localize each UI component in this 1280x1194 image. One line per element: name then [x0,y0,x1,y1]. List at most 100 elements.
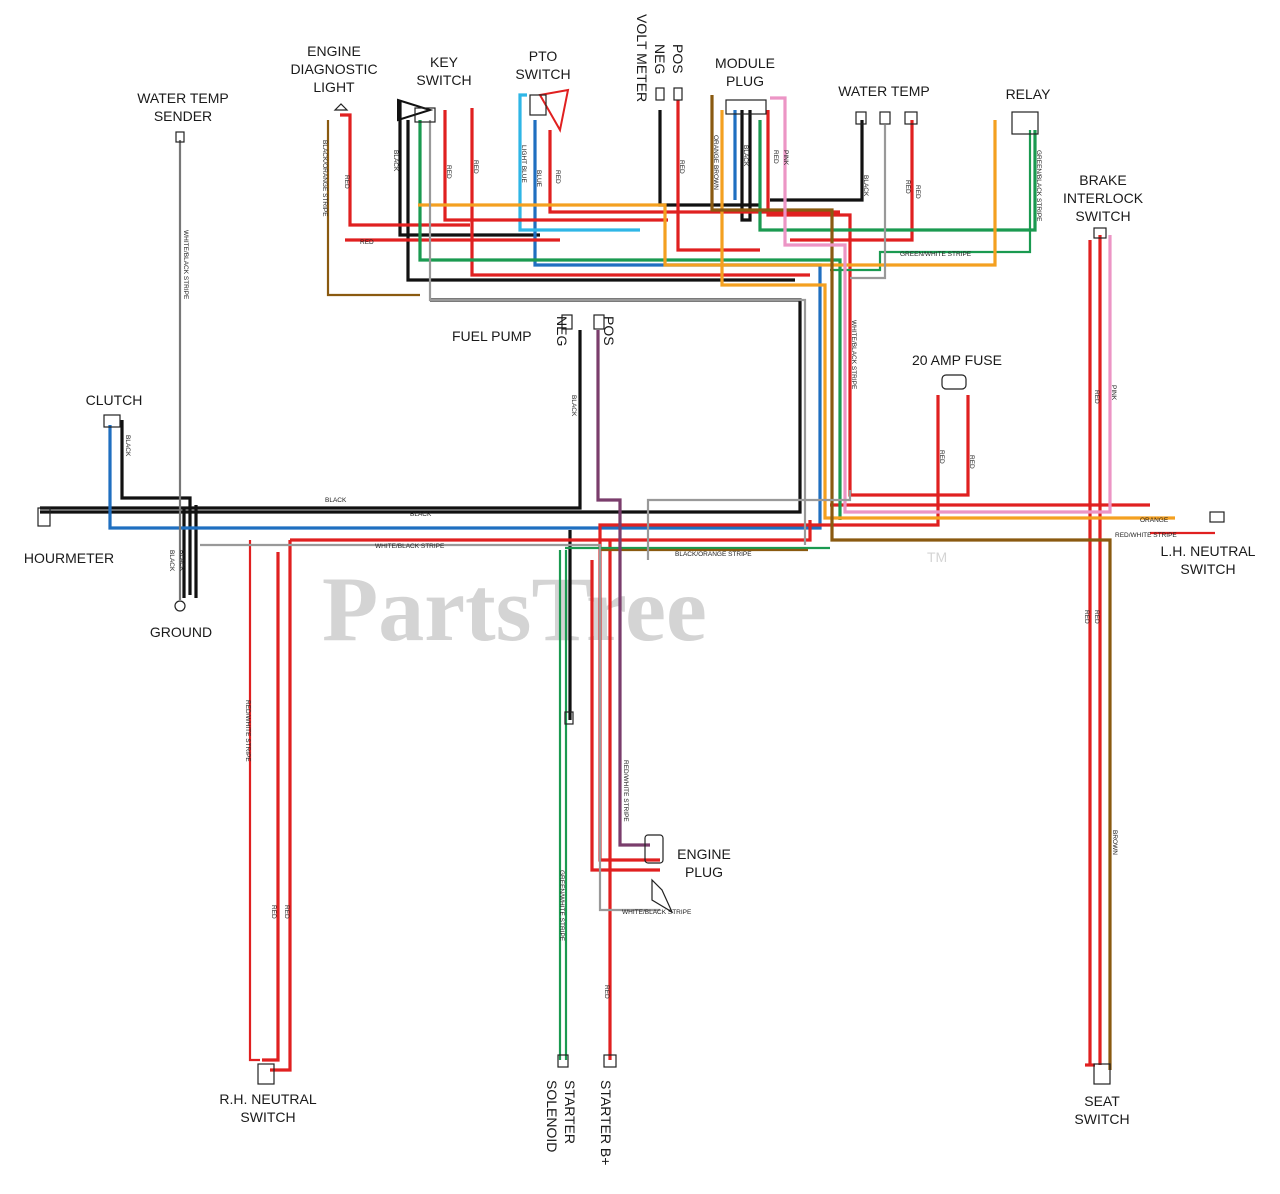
label-black-ground2: BLACK [168,550,175,572]
label-hourmeter: HOURMETER [24,550,114,566]
label-red-brake-v: RED [1093,390,1100,404]
wire-purple [596,330,650,847]
label-pto-switch-1: PTO [529,48,558,64]
wire-red-fuse-engine [598,395,940,862]
label-red-wt-v: RED [904,180,911,194]
sender-terminal [175,131,185,143]
wire-black-bus [40,298,802,514]
lh-neutral-terminal [1209,511,1225,523]
label-volt-pos: POS [670,44,686,74]
label-black-key-v: BLACK [392,150,399,172]
wire-labels: BLACK BLACK RED WHITE/BLACK STRIPE BLACK… [124,135,1177,999]
label-volt-neg: NEG [652,44,668,74]
label-ground: GROUND [150,624,212,640]
volt-pos-terminal [673,87,683,101]
wire-black-fuel-neg [40,330,582,510]
wire-orange-relay [418,120,997,267]
wire-black-key [398,100,540,237]
wire-red-white-rh [248,540,260,1062]
label-clutch: CLUTCH [86,392,143,408]
wire-green-relay [758,120,1037,232]
wire-pink [770,96,1112,514]
label-red-1: RED [360,239,374,246]
wire-white-watertemp [850,125,887,280]
label-orange: ORANGE [1140,517,1169,524]
fuel-pos-terminal [593,314,605,330]
watermark-tm: TM [927,549,947,565]
wire-red-rh [270,520,812,1072]
label-red-pto-v: RED [554,170,561,184]
label-fuel-pump: FUEL PUMP [452,328,532,344]
label-red-seat2-v: RED [1093,610,1100,624]
starter-splice [564,711,574,725]
label-fuel-neg: NEG [554,316,570,346]
wire-red-volt [676,100,760,252]
wire-white-fuse [646,490,852,560]
wire-red-diag [340,113,470,227]
label-black-2: BLACK [410,511,432,518]
label-brake-3: SWITCH [1075,208,1130,224]
solenoid-terminal [557,1054,569,1068]
wire-green-white-relay [830,130,1032,272]
label-black-1: BLACK [325,497,347,504]
label-key-switch-1: KEY [430,54,459,70]
label-white-engine: WHITE/BLACK STRIPE [622,909,692,916]
label-red-starterb-v: RED [603,985,610,999]
label-rh-neutral-2: SWITCH [240,1109,295,1125]
volt-neg-terminal [655,87,665,101]
label-black-fuel-v: BLACK [570,395,577,417]
watertemp-term1 [855,111,867,125]
label-key-switch-2: SWITCH [416,72,471,88]
label-module-plug-2: PLUG [726,73,764,89]
label-red-seat1-v: RED [1083,610,1090,624]
wires [40,93,1215,1072]
label-water-temp-sender-2: SENDER [154,108,212,124]
label-orange-brown-v: ORANGE BROWN [712,135,719,190]
wire-black-watertemp [770,120,864,202]
clutch-connector [103,414,121,428]
wire-white-black-bus [200,543,660,912]
engine-plug-ground [651,878,674,914]
label-black-orange: BLACK/ORANGE STRIPE [675,551,752,558]
label-black-ground1: BLACK [178,550,185,572]
label-lh-neutral-2: SWITCH [1180,561,1235,577]
label-red-white-engine-v: RED/WHITE STRIPE [622,760,629,822]
module-plug-body [725,99,767,115]
fuel-neg-terminal [561,314,573,330]
wire-black-key2 [406,120,795,282]
label-pink-module-v: PINK [782,150,789,166]
label-blue-v: BLUE [535,170,542,188]
wire-white-black-key [428,120,807,545]
brake-switch-terminal [1093,227,1107,239]
label-fuel-pos: POS [601,316,617,346]
label-volt-meter: VOLT METER [634,14,650,102]
label-engine-diag-3: LIGHT [313,79,355,95]
watertemp-term2 [879,111,891,125]
label-engine-plug-2: PLUG [685,864,723,880]
label-pto-switch-2: SWITCH [515,66,570,82]
rh-neutral-terminal [257,1063,275,1085]
label-white-black-v: WHITE/BLACK STRIPE [182,230,189,300]
label-red-fuse2-v: RED [968,455,975,469]
label-module-plug-1: MODULE [715,55,775,71]
label-black-wt-v: BLACK [862,175,869,197]
key-switch-body [414,107,436,123]
label-starter-b: STARTER B+ [598,1080,614,1165]
label-red-key-v: RED [445,165,452,179]
watermark-text: PartsTree [322,558,707,660]
relay-body [1011,111,1039,135]
label-red-wt2-v: RED [914,185,921,199]
label-engine-diag-1: ENGINE [307,43,361,59]
label-red-white: RED/WHITE STRIPE [1115,532,1177,539]
label-green-black-v: GREEN/BLACK STRIPE [1035,150,1042,222]
wire-orange [720,110,1175,520]
wire-black-module [740,110,752,222]
label-brake-1: BRAKE [1079,172,1126,188]
engine-plug-body [644,834,664,864]
wire-red-rh2 [262,552,280,1062]
label-starter-solenoid-1: STARTER [562,1080,578,1144]
label-red-fuse1-v: RED [938,450,945,464]
label-red-diag-v: RED [343,175,350,189]
hourmeter-connector [37,507,51,527]
